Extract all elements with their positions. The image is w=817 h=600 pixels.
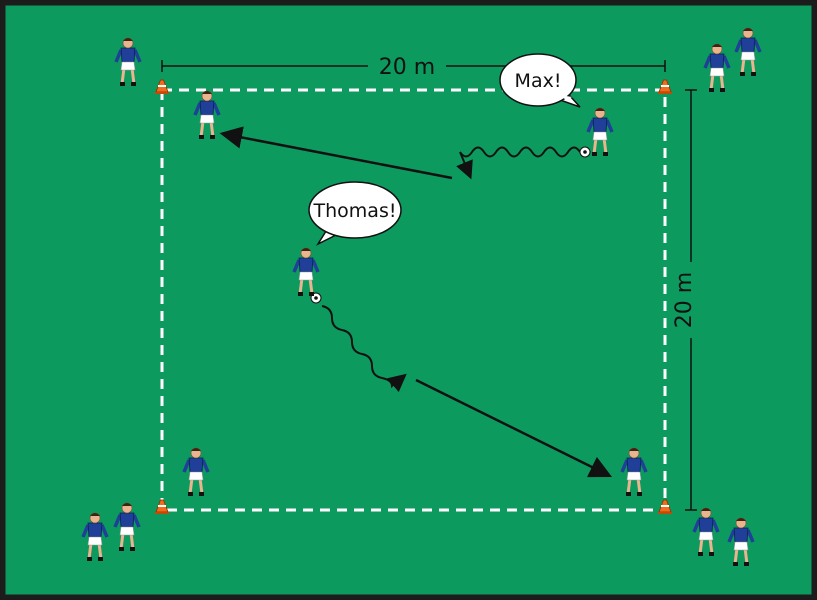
- player-figure: [692, 507, 720, 556]
- training-square: [160, 88, 667, 512]
- callout-max: Max!: [515, 70, 562, 92]
- cone-icon: [658, 499, 672, 514]
- player-figure: [620, 447, 648, 496]
- player-figure: [727, 517, 755, 566]
- cone-icon: [155, 499, 169, 514]
- player-figure: [113, 502, 141, 551]
- speech-bubble-max: Max!: [499, 53, 581, 108]
- speech-bubble-thomas: Thomas!: [308, 181, 402, 246]
- height-measurement: 20 m: [672, 89, 697, 511]
- player-figure: [114, 37, 142, 86]
- dribble-path-middle: [321, 305, 407, 393]
- width-label: 20 m: [379, 55, 435, 80]
- players: [81, 27, 762, 566]
- dribble-path-top: [456, 146, 581, 180]
- cone-icon: [658, 79, 672, 94]
- height-label: 20 m: [672, 272, 697, 328]
- cone-icon: [155, 79, 169, 94]
- callout-thomas: Thomas!: [313, 200, 397, 222]
- player-figure: [586, 107, 614, 156]
- pass-arrow-bottom: [415, 378, 613, 478]
- player-figure: [81, 512, 109, 561]
- pass-arrow-top: [219, 126, 453, 180]
- player-figure: [734, 27, 762, 76]
- soccer-ball-icon: [579, 146, 591, 158]
- player-figure: [193, 90, 221, 139]
- player-figure: [292, 247, 320, 296]
- player-figure: [703, 43, 731, 92]
- player-figure: [182, 447, 210, 496]
